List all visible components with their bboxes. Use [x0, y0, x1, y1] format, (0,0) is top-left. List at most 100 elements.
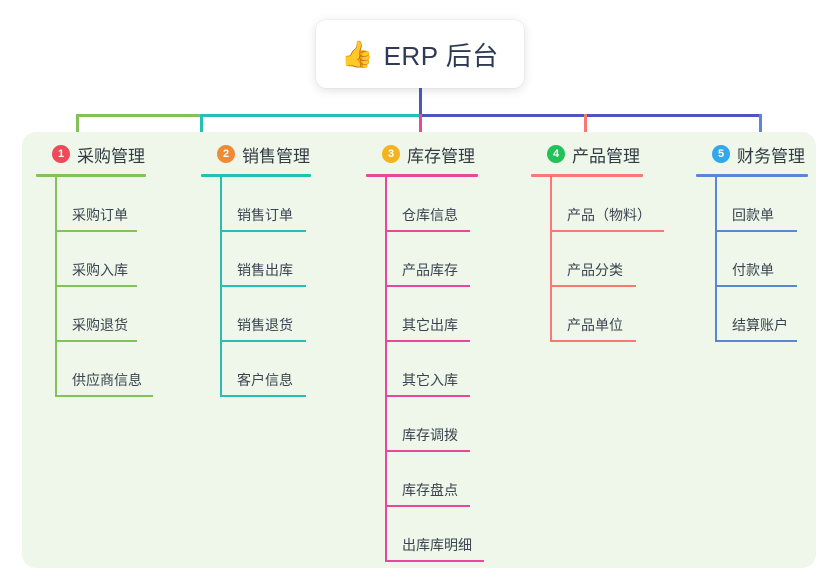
submodule-label: 库存调拨: [402, 427, 458, 443]
submodule-label: 供应商信息: [72, 372, 142, 388]
submodule-label: 回款单: [732, 207, 774, 223]
submodule-item[interactable]: 其它入库: [366, 342, 478, 397]
submodule-rule: [220, 340, 306, 342]
module-title: 销售管理: [242, 146, 310, 166]
submodule-label: 产品单位: [567, 317, 623, 333]
submodule-rule: [715, 340, 797, 342]
module-number-badge: 5: [712, 145, 730, 163]
bar-teal: [201, 114, 420, 117]
submodule-item[interactable]: 仓库信息: [366, 177, 478, 232]
submodule-item[interactable]: 库存调拨: [366, 397, 478, 452]
submodule-list: 回款单付款单结算账户: [696, 177, 808, 342]
submodule-item[interactable]: 销售出库: [201, 232, 311, 287]
submodule-rule: [220, 285, 306, 287]
submodule-item[interactable]: 采购订单: [36, 177, 146, 232]
drop-finance: [759, 114, 762, 142]
module-column-2: 2 销售管理销售订单销售出库销售退货客户信息: [201, 140, 311, 397]
submodule-rule: [385, 285, 470, 287]
module-title: 库存管理: [407, 146, 475, 166]
submodule-rule: [385, 230, 470, 232]
submodule-rule: [385, 395, 470, 397]
submodule-label: 仓库信息: [402, 207, 458, 223]
module-header-rule: [201, 174, 311, 177]
module-header-3[interactable]: 3 库存管理: [366, 140, 478, 168]
drop-inventory: [419, 114, 422, 142]
submodule-rule: [550, 285, 636, 287]
submodule-rule: [220, 395, 306, 397]
bar-blue: [420, 114, 762, 117]
submodule-rule: [385, 340, 470, 342]
drop-sales: [200, 114, 203, 142]
submodule-label: 产品库存: [402, 262, 458, 278]
submodule-label: 出库库明细: [402, 537, 472, 553]
root-stem: [419, 88, 422, 116]
submodule-rule: [715, 230, 797, 232]
submodule-item[interactable]: 销售退货: [201, 287, 311, 342]
thumbs-up-icon: 👍: [341, 39, 374, 69]
module-header-rule: [36, 174, 146, 177]
submodule-item[interactable]: 产品（物料）: [531, 177, 664, 232]
submodule-item[interactable]: 产品单位: [531, 287, 643, 342]
module-column-4: 4 产品管理产品（物料） 产品分类产品单位: [531, 140, 664, 342]
submodule-label: 客户信息: [237, 372, 293, 388]
module-header-rule: [531, 174, 643, 177]
submodule-item[interactable]: 产品库存: [366, 232, 478, 287]
submodule-label: 采购订单: [72, 207, 128, 223]
submodule-rule: [55, 340, 137, 342]
drop-purchase: [76, 114, 79, 142]
submodule-rule: [55, 395, 153, 397]
submodule-list: 仓库信息产品库存其它出库其它入库库存调拨库存盘点出库库明细: [366, 177, 484, 562]
submodule-label: 销售退货: [237, 317, 293, 333]
submodule-rule: [385, 450, 470, 452]
drop-product: [584, 114, 587, 142]
submodule-label: 采购入库: [72, 262, 128, 278]
submodule-item[interactable]: 采购退货: [36, 287, 146, 342]
submodule-rule: [385, 560, 484, 562]
submodule-item[interactable]: 销售订单: [201, 177, 311, 232]
submodule-list: 销售订单销售出库销售退货客户信息: [201, 177, 311, 397]
submodule-trunk-line: [220, 177, 222, 397]
submodule-label: 采购退货: [72, 317, 128, 333]
page-title: ERP 后台: [383, 40, 499, 71]
submodule-trunk-line: [385, 177, 387, 562]
submodule-trunk-line: [55, 177, 57, 397]
submodule-trunk-line: [550, 177, 552, 342]
submodule-rule: [55, 285, 137, 287]
module-title: 产品管理: [572, 146, 640, 166]
bar-green: [77, 114, 201, 117]
module-header-4[interactable]: 4 产品管理: [531, 140, 643, 168]
submodule-item[interactable]: 其它出库: [366, 287, 478, 342]
submodule-item[interactable]: 结算账户: [696, 287, 808, 342]
module-number-badge: 3: [382, 145, 400, 163]
submodule-item[interactable]: 回款单: [696, 177, 808, 232]
submodule-item[interactable]: 供应商信息: [36, 342, 153, 397]
submodule-item[interactable]: 客户信息: [201, 342, 311, 397]
module-number-badge: 4: [547, 145, 565, 163]
module-number-badge: 1: [52, 145, 70, 163]
root-title-card[interactable]: 👍 ERP 后台: [316, 20, 524, 88]
submodule-rule: [550, 230, 664, 232]
submodule-label: 其它入库: [402, 372, 458, 388]
submodule-list: 产品（物料） 产品分类产品单位: [531, 177, 664, 342]
submodule-label: 付款单: [732, 262, 774, 278]
submodule-item[interactable]: 库存盘点: [366, 452, 478, 507]
submodule-item[interactable]: 采购入库: [36, 232, 146, 287]
modules-panel: [22, 132, 816, 568]
module-header-2[interactable]: 2 销售管理: [201, 140, 311, 168]
module-number-badge: 2: [217, 145, 235, 163]
submodule-label: 销售出库: [237, 262, 293, 278]
submodule-list: 采购订单采购入库采购退货供应商信息: [36, 177, 153, 397]
submodule-label: 产品分类: [567, 262, 623, 278]
submodule-label: 其它出库: [402, 317, 458, 333]
submodule-rule: [715, 285, 797, 287]
submodule-rule: [385, 505, 470, 507]
submodule-label: 库存盘点: [402, 482, 458, 498]
submodule-item[interactable]: 产品分类: [531, 232, 643, 287]
module-header-rule: [696, 174, 808, 177]
submodule-item[interactable]: 出库库明细: [366, 507, 484, 562]
submodule-item[interactable]: 付款单: [696, 232, 808, 287]
